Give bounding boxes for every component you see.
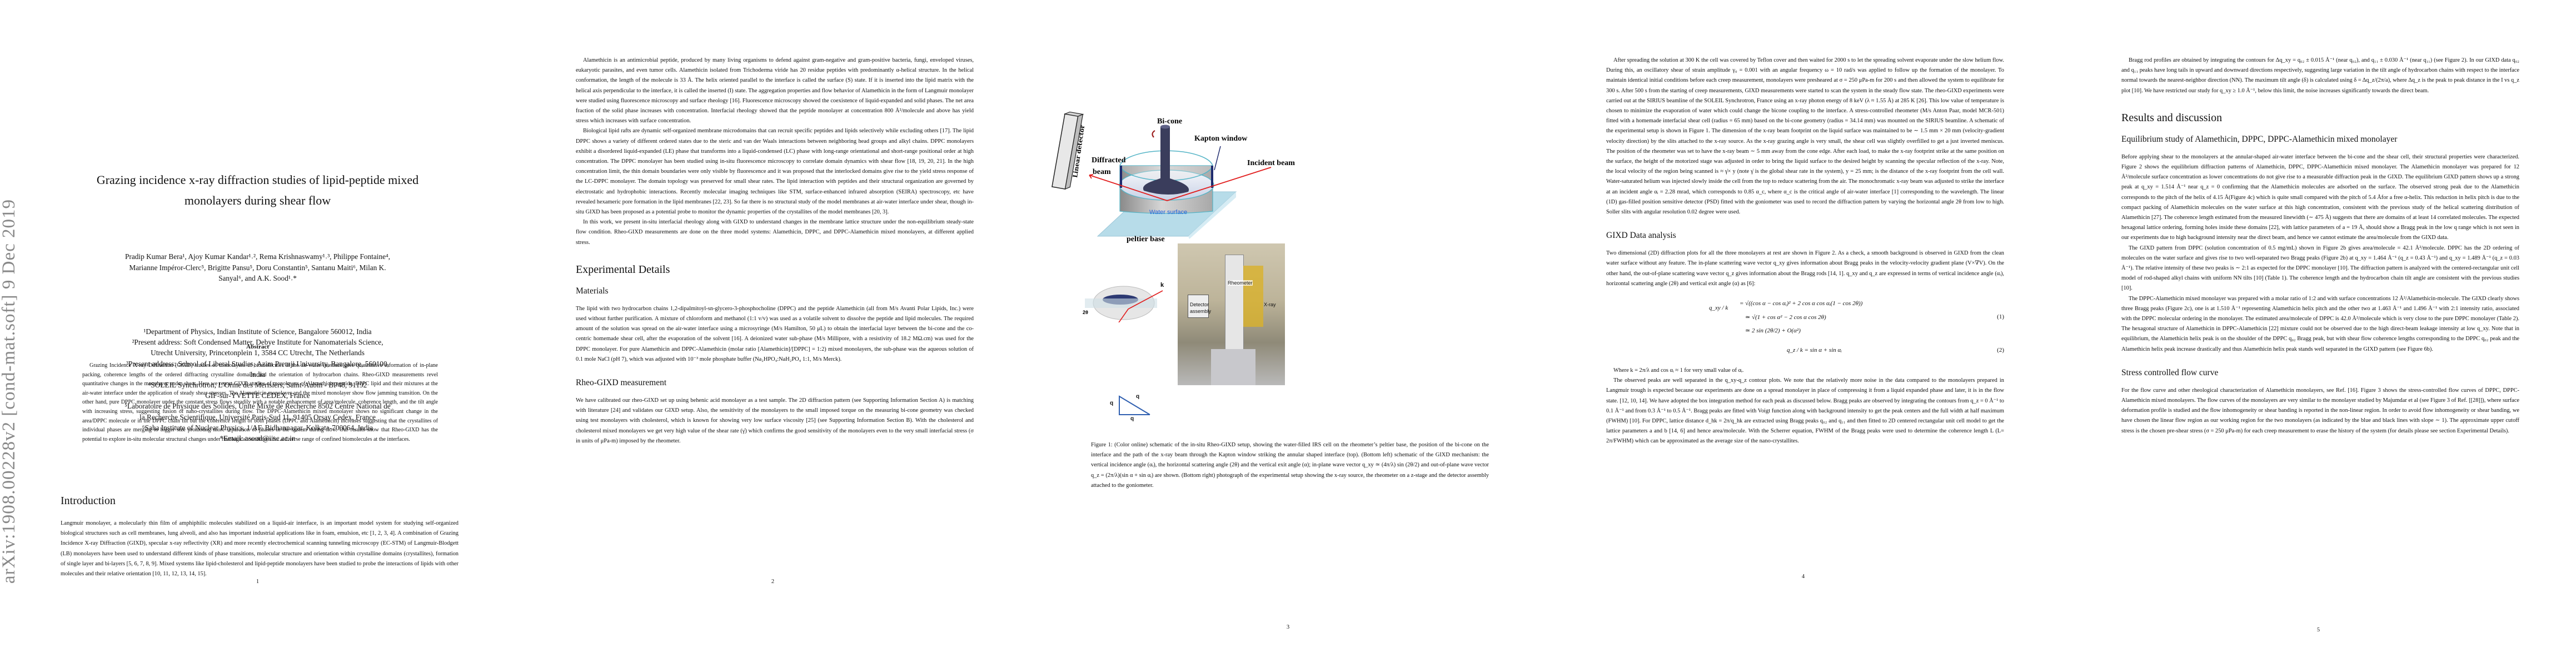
page-3: Bi-cone Kapton window Diffracted beam In…	[1030, 0, 1546, 667]
subsection-heading-equilibrium: Equilibrium study of Alamethicin, DPPC, …	[2121, 134, 2398, 144]
photo-label-xray: X-ray	[1264, 302, 1276, 307]
affiliation-line: Utrecht University, Princetonplein 1, 35…	[151, 349, 365, 357]
author-line: Pradip Kumar Bera¹, Ajoy Kumar Kandar¹˒²…	[125, 252, 390, 261]
author-line: Marianne Impéror-Clerc⁵, Brigitte Pansu⁵…	[129, 263, 386, 272]
page-1: arXiv:1908.00228v2 [cond-mat.soft] 9 Dec…	[0, 0, 515, 667]
bicone-disc	[1143, 177, 1189, 195]
label-qtotal: q	[1136, 394, 1140, 400]
paragraph: After spreading the solution at 300 K th…	[1606, 57, 2004, 216]
svg-text:k: k	[1160, 282, 1164, 288]
linear-detector	[1052, 111, 1084, 190]
bicone-shaft	[1160, 127, 1170, 182]
paragraph: Langmuir monolayer, a molecularly thin f…	[61, 520, 459, 578]
label-qxy: q	[1130, 416, 1134, 422]
figure-1-caption-block: Figure 1: (Color online) schematic of th…	[1091, 440, 1489, 491]
equation-1-line-2: ≃ √(1 + cos α² − 2 cos α cos 2θ)	[1745, 314, 1826, 321]
page-2: Alamethicin is an antimicrobial peptide,…	[515, 0, 1030, 667]
wave-vector-diagram: q q q	[1110, 394, 1161, 422]
label-incident-beam: Incident beam	[1247, 159, 1295, 167]
email-line: *Email: asood@iisc.ac.in	[220, 434, 296, 443]
equation-block: q_xy / k = √((cos α − cos αᵢ)² + 2 cos α…	[1606, 298, 2004, 364]
label-diffracted: Diffracted	[1092, 156, 1126, 165]
photo-label-rheometer: Rheometer	[1228, 280, 1253, 286]
page-4: After spreading the solution at 300 K th…	[1546, 0, 2061, 667]
paragraph: Alamethicin is an antimicrobial peptide,…	[576, 57, 974, 125]
page-number: 4	[1801, 574, 1805, 580]
gixd-geometry-schematic: k 2θ k	[1083, 282, 1164, 322]
equation-1-number: (1)	[1997, 313, 2004, 321]
affiliation-line: India	[250, 370, 266, 379]
incident-beam	[1167, 167, 1272, 201]
paper-title: Grazing incidence x-ray diffraction stud…	[56, 170, 460, 211]
section-heading-introduction: Introduction	[61, 495, 116, 507]
affiliation-line: GIF-sur-YVETTE CEDEX, France	[205, 391, 310, 400]
setup-photograph: Rheometer Detector assembly X-ray	[1178, 243, 1285, 385]
page-number: 1	[256, 579, 260, 585]
affiliation-line: ³Present address: School of Liberal Stud…	[126, 359, 389, 368]
affiliation-line: ⁴SOLEIL Synchrotron, L’Orme des Merisier…	[148, 381, 367, 390]
page-4-body: After spreading the solution at 300 K th…	[1606, 56, 2004, 447]
label-bicone: Bi-cone	[1157, 117, 1182, 126]
affiliation-line: ¹Department of Physics, Indian Institute…	[143, 327, 372, 336]
paragraph: We have calibrated our rheo-GIXD set up …	[576, 397, 974, 444]
affiliations: ¹Department of Physics, Indian Institute…	[56, 326, 460, 444]
affiliation-line: ⁶Saha Institute of Nuclear Physics, 1/AF…	[142, 423, 373, 432]
affiliation-line: la Recherche Scientifique, Université Pa…	[139, 412, 376, 421]
affiliation-line: ²Present address: Soft Condensed Matter,…	[132, 338, 383, 347]
label-qz: q	[1110, 400, 1114, 406]
title-line-2: monolayers during shear flow	[184, 193, 331, 207]
diffracted-beam	[1089, 175, 1168, 201]
subsection-heading-rheo-gixd: Rheo-GIXD measurement	[576, 378, 667, 388]
paragraph: The DPPC-Alamethicin mixed monolayer was…	[2121, 295, 2519, 352]
subsection-heading-gixd-analysis: GIXD Data analysis	[1606, 231, 1676, 241]
paragraph: Two dimensional (2D) diffraction plots f…	[1606, 250, 2004, 287]
paragraph: Biological lipid rafts are dynamic self-…	[576, 128, 974, 216]
subsection-heading-flow-curve: Stress controlled flow curve	[2121, 367, 2219, 377]
photo-label-assembly: assembly	[1190, 308, 1212, 314]
page-5-body: Bragg rod profiles are obtained by integ…	[2121, 56, 2519, 436]
paragraph: In this work, we present in-situ interfa…	[576, 219, 974, 246]
figure-1: Bi-cone Kapton window Diffracted beam In…	[1052, 111, 1295, 322]
introduction-section: Introduction Langmuir monolayer, a molec…	[61, 495, 459, 579]
page-5: Bragg rod profiles are obtained by integ…	[2061, 0, 2576, 667]
author-line: Sanyal⁶, and A.K. Sood¹˒*	[218, 274, 297, 282]
arxiv-stamp: arXiv:1908.00228v2 [cond-mat.soft] 9 Dec…	[0, 198, 19, 584]
paragraph: The lipid with two hydrocarbon chains 1,…	[576, 305, 974, 362]
paragraph: Where k = 2π/λ and cos αᵢ ≈ 1 for very s…	[1613, 367, 1744, 374]
abstract-heading: Abstract	[246, 344, 269, 350]
label-water-surface: Water surface	[1149, 209, 1187, 216]
paragraph: Before applying shear to the monolayers …	[2121, 153, 2519, 241]
label-diffracted-beam: beam	[1093, 168, 1111, 176]
title-line-1: Grazing incidence x-ray diffraction stud…	[96, 173, 419, 187]
figure-1-caption: Figure 1: (Color online) schematic of th…	[1091, 442, 1489, 489]
affiliation-line: ⁵Laboratoire de Physique des Solides, Un…	[124, 402, 391, 411]
paragraph: For the flow curve and other rheological…	[2121, 387, 2519, 434]
paragraph: The GIXD pattern from DPPC (solution con…	[2121, 245, 2519, 292]
paragraph: Bragg rod profiles are obtained by integ…	[2121, 57, 2519, 94]
page-number: 5	[2316, 627, 2320, 633]
subsection-heading-materials: Materials	[576, 286, 609, 296]
author-list: Pradip Kumar Bera¹, Ajoy Kumar Kandar¹˒²…	[56, 251, 460, 284]
svg-text:2θ: 2θ	[1083, 310, 1088, 315]
page-number: 2	[771, 579, 775, 585]
section-heading-experimental: Experimental Details	[576, 263, 670, 276]
equation-2: q_z / k = sin α + sin αᵢ	[1787, 347, 1842, 354]
label-peltier-base: peltier base	[1127, 235, 1165, 243]
section-heading-results: Results and discussion	[2121, 111, 2223, 124]
kapton-window-arrow	[1214, 146, 1221, 171]
page-2-body: Alamethicin is an antimicrobial peptide,…	[576, 56, 974, 446]
equation-1-line-3: ≃ 2 sin (2θ/2) + O(α²)	[1745, 327, 1801, 335]
page-number: 3	[1286, 624, 1290, 630]
equation-1-lhs: q_xy / k	[1709, 305, 1728, 312]
paragraph: The observed peaks are well separated in…	[1606, 377, 2004, 445]
abstract-text: Grazing Incidence X-ray Diffraction (GIX…	[82, 362, 438, 442]
photo-label-detector: Detector	[1190, 302, 1209, 307]
label-kapton-window: Kapton window	[1194, 135, 1248, 143]
equation-2-number: (2)	[1997, 347, 2004, 354]
rotation-arrow-icon	[1152, 130, 1155, 138]
equation-1-line-1: = √((cos α − cos αᵢ)² + 2 cos α cos αᵢ(1…	[1740, 300, 1863, 307]
